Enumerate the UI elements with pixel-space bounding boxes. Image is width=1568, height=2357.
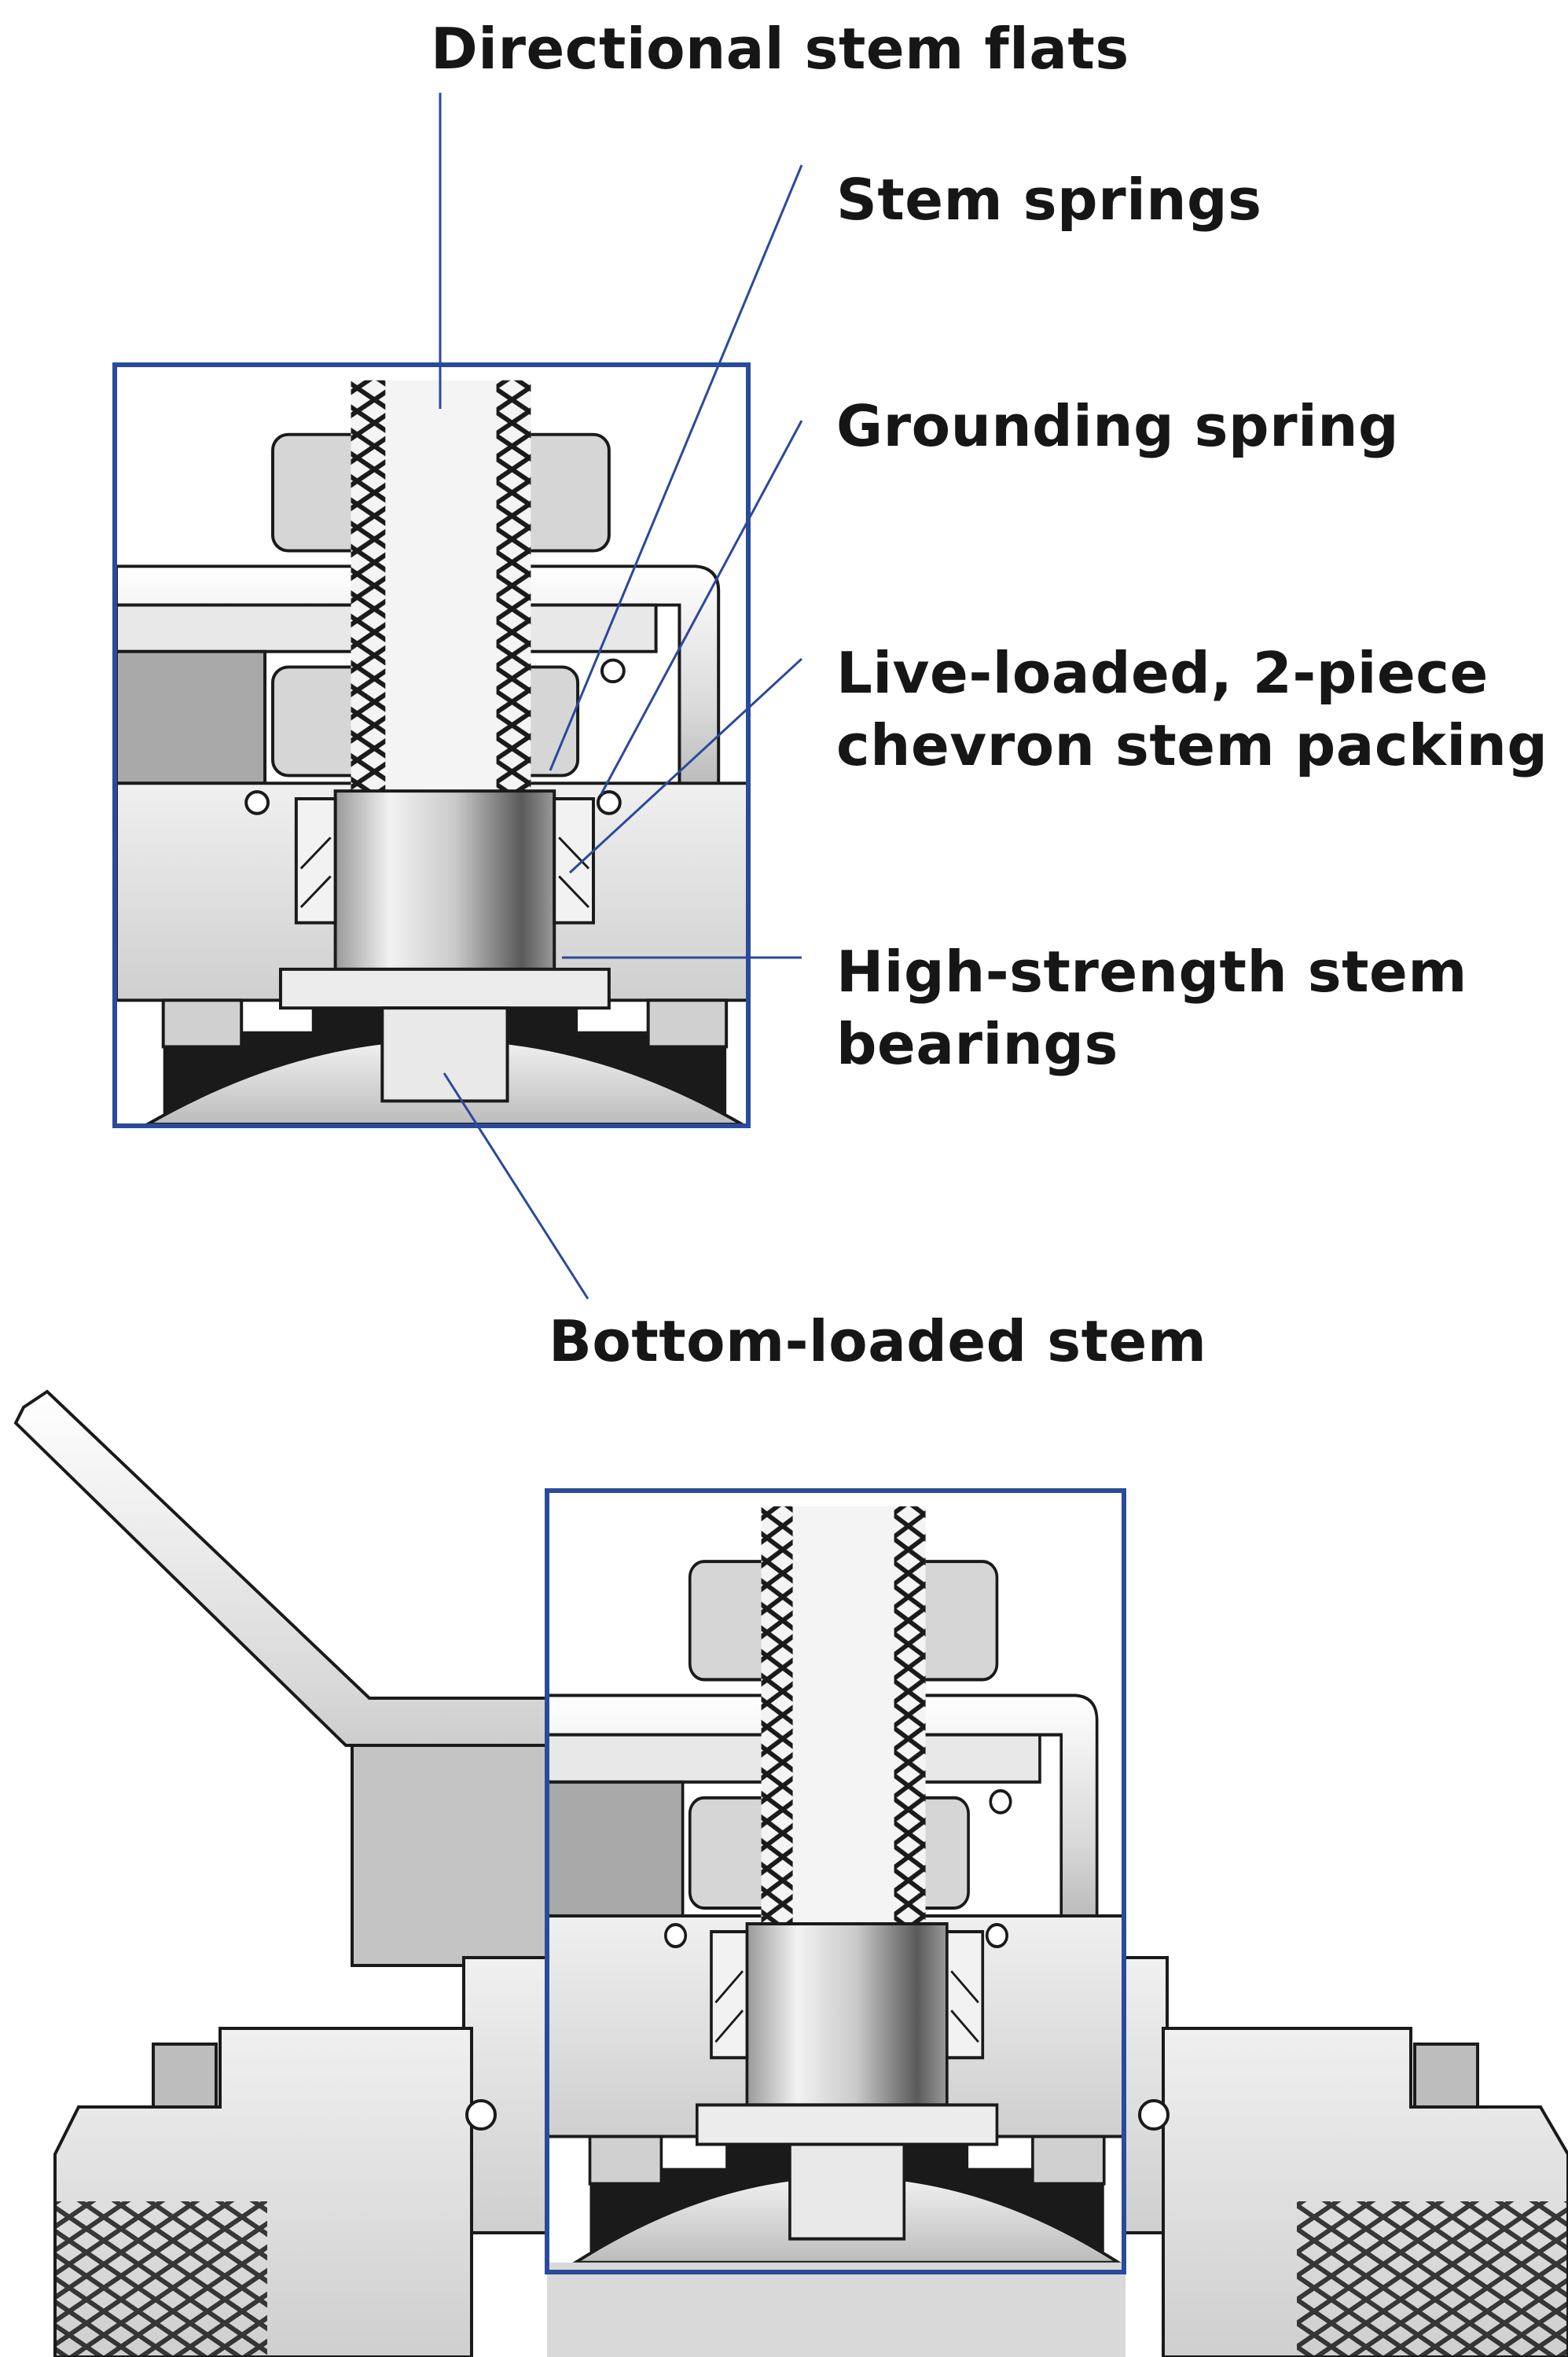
label-stem-packing-line-1: Live-loaded, 2-piece [836, 640, 1489, 706]
label-stem-bearings-line-2: bearings [836, 1011, 1118, 1077]
leader-springs [549, 164, 803, 771]
leader-lines [439, 93, 803, 1300]
label-bottom-loaded-stem: Bottom-loaded stem [549, 1308, 1207, 1374]
label-stem-bearings-line-1: High-strength stem [836, 939, 1467, 1005]
full-valve-view [13, 1389, 1568, 2357]
full-view-highlight-frame [545, 1488, 1126, 2274]
detail-view [112, 362, 751, 1128]
label-stem-packing: Live-loaded, 2-piece chevron stem packin… [836, 637, 1548, 781]
label-stem-bearings: High-strength stem bearings [836, 936, 1467, 1080]
label-stem-springs: Stem springs [836, 167, 1262, 233]
label-stem-packing-line-2: chevron stem packing [836, 712, 1548, 778]
label-directional-stem-flats: Directional stem flats [431, 16, 1129, 82]
detail-highlight-frame [112, 362, 751, 1128]
leader-packing [568, 657, 803, 874]
leader-bottom [442, 1072, 589, 1300]
leader-grounding [600, 420, 803, 795]
label-grounding-spring: Grounding spring [836, 393, 1400, 459]
